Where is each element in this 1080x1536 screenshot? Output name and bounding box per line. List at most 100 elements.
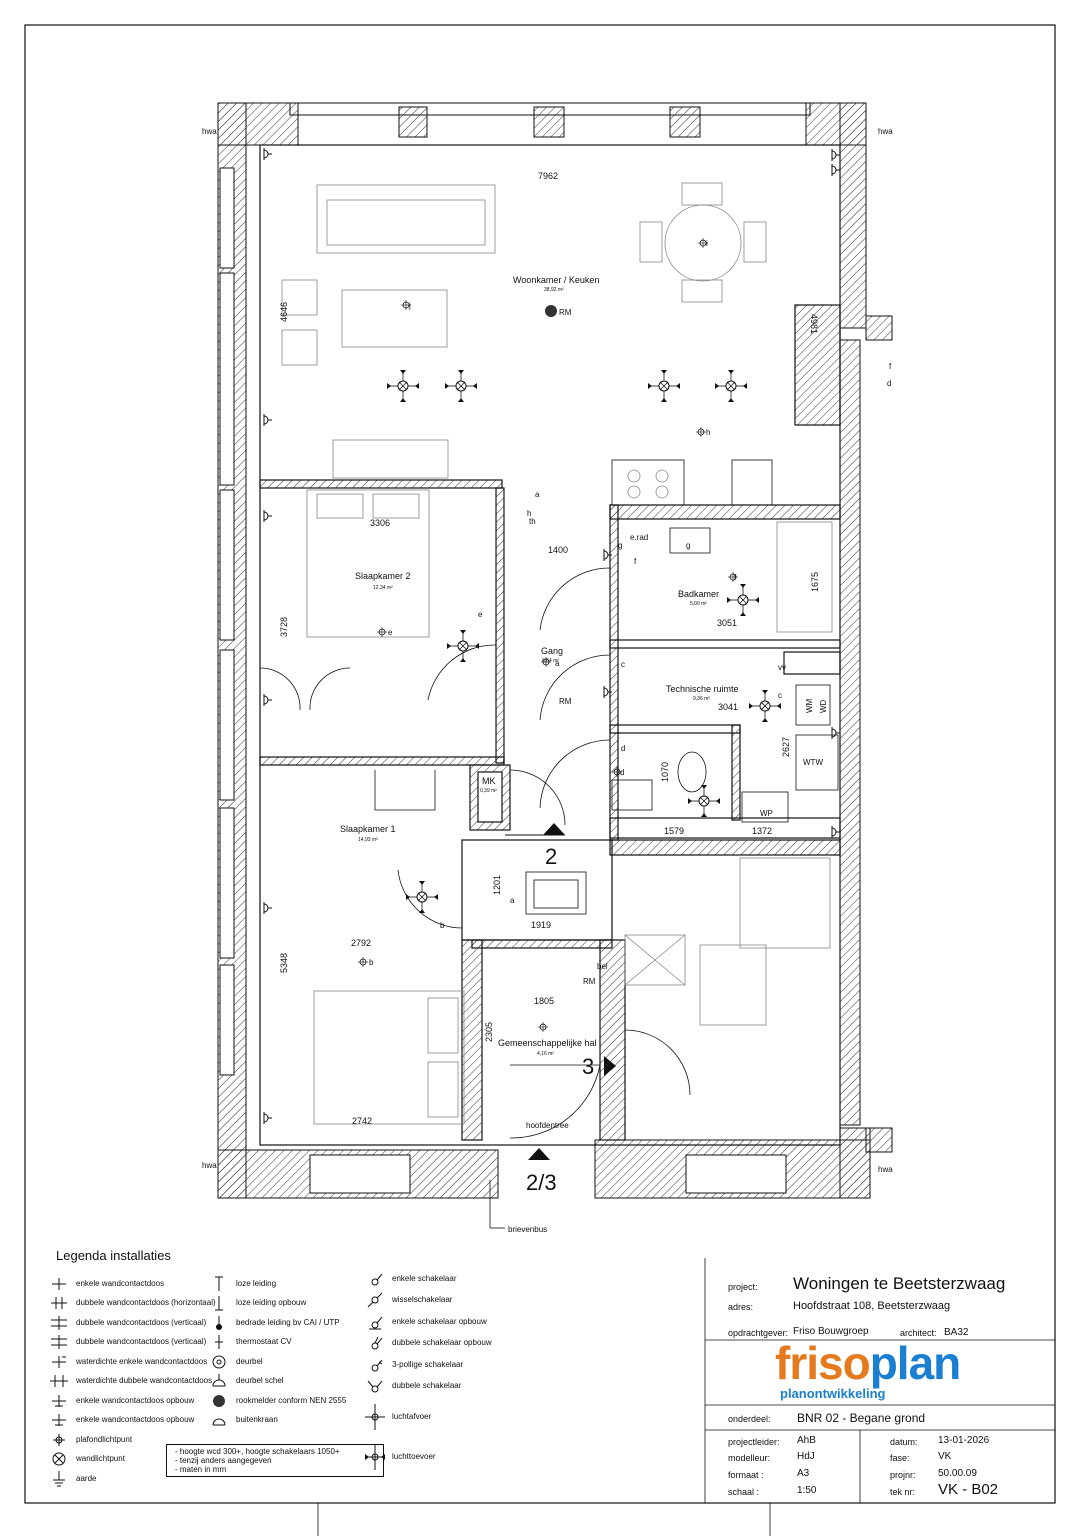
legend-label: dubbele schakelaar opbouw <box>392 1338 492 1348</box>
wtw-label: WTW <box>803 758 823 767</box>
legend-item: rookmelder conform NEN 2555 <box>208 1391 346 1411</box>
architect-value: BA32 <box>944 1327 969 1338</box>
legend-item: buitenkraan <box>208 1411 346 1431</box>
legend-item: enkele wandcontactdoos opbouw <box>48 1411 216 1431</box>
legend-label: 3-pollige schakelaar <box>392 1359 464 1369</box>
legend: Legenda installaties enkele wandcontactd… <box>48 1246 698 1496</box>
dim-label: 2305 <box>484 1022 494 1042</box>
smoke-detector-icon <box>208 1392 230 1410</box>
surface-switch-icon <box>364 1313 386 1331</box>
section-23-label: 2/3 <box>526 1170 557 1195</box>
room-area-gang: 6,64 m² <box>542 658 559 664</box>
thermostat-icon <box>208 1333 230 1351</box>
room-area-techniek: 9,36 m² <box>693 696 710 702</box>
wp-label: WP <box>760 809 773 818</box>
adres-key: adres: <box>728 1302 754 1312</box>
onderdeel-value: BNR 02 - Begane grond <box>797 1411 926 1425</box>
legend-item: loze leiding <box>208 1274 346 1294</box>
dim-label: 3051 <box>717 618 737 628</box>
room-name-mk: MK <box>482 776 496 786</box>
legend-item: enkele schakelaar <box>364 1268 492 1290</box>
ceiling-lights <box>386 369 782 914</box>
wd-label: WD <box>819 699 828 713</box>
teknr-key: tek nr: <box>890 1487 916 1497</box>
dim-label: 1919 <box>531 920 551 930</box>
legend-label: luchtafvoer <box>392 1412 432 1421</box>
legend-label: waterdichte enkele wandcontactdoos <box>76 1356 208 1366</box>
door-chime-icon <box>208 1372 230 1390</box>
single-socket-icon <box>48 1275 70 1293</box>
legend-label: aarde <box>76 1473 97 1483</box>
wm-label: WM <box>805 698 814 713</box>
legend-item: 3-pollige schakelaar <box>364 1354 492 1376</box>
legend-col-1: enkele wandcontactdoos dubbele wandconta… <box>48 1274 216 1489</box>
dim-label: 1070 <box>660 762 670 782</box>
hwa-label: hwa <box>202 127 217 136</box>
sockets <box>263 147 841 1125</box>
architect-key: architect: <box>900 1328 937 1338</box>
legend-label: wandlichtpunt <box>76 1454 125 1464</box>
titleblock-frame <box>317 1258 1055 1536</box>
section-2-label: 2 <box>545 844 557 869</box>
empty-conduit-surface-icon <box>208 1294 230 1312</box>
dim-label: 4981 <box>809 314 819 334</box>
switch-c-label: c <box>778 691 782 700</box>
legend-col-2: loze leiding loze leiding opbouw bedrade… <box>208 1274 346 1430</box>
legend-item: thermostaat CV <box>208 1333 346 1353</box>
surface-socket-icon <box>48 1392 70 1410</box>
switch-c-label: c <box>621 660 625 669</box>
formaat-key: formaat : <box>728 1470 764 1480</box>
legend-label: enkele wandcontactdoos <box>76 1278 165 1288</box>
opdrachtgever-value: Friso Bouwgroep <box>793 1326 869 1337</box>
dim-label: 1201 <box>492 875 502 895</box>
switch-a-label: a <box>510 896 515 905</box>
switch-h-label: h <box>527 509 531 518</box>
sheet-border <box>24 24 1056 1504</box>
rm-label: RM <box>559 308 572 317</box>
legend-label: enkele wandcontactdoos opbouw <box>76 1395 195 1405</box>
legend-col-3: enkele schakelaar wisselschakelaar enkel… <box>364 1268 492 1477</box>
three-pole-switch-icon <box>364 1356 386 1374</box>
doorbell-icon <box>208 1353 230 1371</box>
section-markers <box>489 823 616 1229</box>
dim-label: 2742 <box>352 1116 372 1126</box>
legend-item: waterdichte dubbele wandcontactdoos <box>48 1372 216 1392</box>
legend-title: Legenda installaties <box>56 1248 171 1263</box>
switch-j-label: j <box>408 301 411 310</box>
dim-label: 1372 <box>752 826 772 836</box>
earth-icon <box>48 1470 70 1488</box>
brievenbus-label: brievenbus <box>508 1225 547 1234</box>
legend-label: enkele schakelaar opbouw <box>392 1316 487 1326</box>
th-label: th <box>529 517 536 526</box>
onderdeel-key: onderdeel: <box>728 1414 771 1424</box>
switch-h-label: h <box>706 428 710 437</box>
switch-d-label: d <box>620 768 624 777</box>
legend-item: deurbel <box>208 1352 346 1372</box>
room-area-slaapkamer2: 12,34 m² <box>373 585 393 591</box>
ceiling-points <box>357 237 739 1033</box>
legend-label: rookmelder conform NEN 2555 <box>236 1395 347 1405</box>
empty-conduit-icon <box>208 1275 230 1293</box>
legend-label: deurbel schel <box>236 1376 284 1386</box>
legend-item: dubbele wandcontactdoos (verticaal) <box>48 1313 216 1333</box>
outdoor-tap-icon <box>208 1411 230 1429</box>
rm-label: RM <box>583 977 596 986</box>
note-line: - tenzij anders aangegeven <box>175 1456 272 1465</box>
legend-label: plafondlichtpunt <box>76 1434 133 1444</box>
hwa-label: hwa <box>878 127 893 136</box>
dim-label: 3041 <box>718 702 738 712</box>
furniture <box>281 182 839 1125</box>
legend-item: bedrade leiding bv CAI / UTP <box>208 1313 346 1333</box>
datum-value: 13-01-2026 <box>938 1435 990 1446</box>
bel-label: bel <box>597 962 608 971</box>
dim-label: 3728 <box>279 617 289 637</box>
legend-item: waterdichte enkele wandcontactdoos <box>48 1352 216 1372</box>
legend-item: dubbele wandcontactdoos (verticaal) <box>48 1333 216 1353</box>
projnr-value: 50.00.09 <box>938 1468 977 1479</box>
formaat-value: A3 <box>797 1468 810 1479</box>
legend-item: plafondlichtpunt <box>48 1430 216 1450</box>
fase-value: VK <box>938 1451 952 1462</box>
switch-a-label: a <box>535 490 540 499</box>
dim-label: 2792 <box>351 938 371 948</box>
legend-item: dubbele schakelaar opbouw <box>364 1333 492 1355</box>
